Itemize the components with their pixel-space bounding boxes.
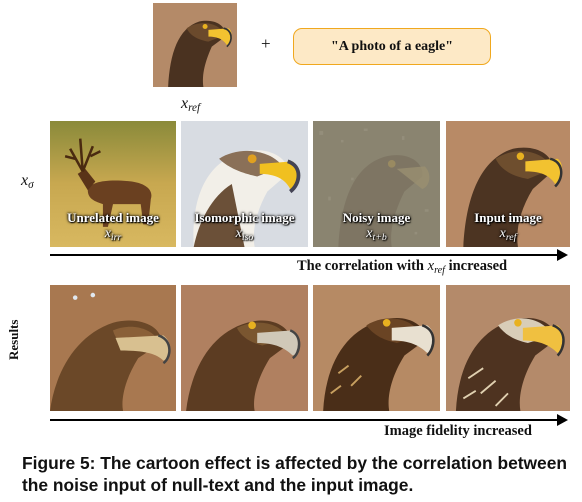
reference-label: xref	[181, 95, 201, 114]
result-image-2	[181, 285, 308, 411]
reference-eagle-image	[153, 3, 237, 87]
correlation-arrow-label: The correlation with xref increased	[297, 258, 508, 276]
isomorphic-image-var: xiso	[235, 226, 254, 243]
unrelated-image-title: Unrelated image	[67, 210, 159, 225]
text-prompt: "A photo of a eagle"	[330, 38, 454, 54]
noisy-image-title: Noisy image	[342, 210, 411, 225]
fidelity-arrow	[50, 414, 568, 426]
row-label-x-sigma: xσ	[21, 172, 34, 191]
plus-sign: +	[261, 34, 271, 53]
fidelity-arrow-label: Image fidelity increased	[384, 423, 532, 439]
input-image-var: xref	[499, 226, 517, 243]
unrelated-image-var: xirr	[104, 226, 122, 243]
figure-caption: Figure 5: The cartoon effect is affected…	[22, 453, 568, 495]
result-image-1	[50, 285, 176, 411]
input-image-title: Input image	[474, 210, 542, 225]
result-image-3	[313, 285, 440, 411]
result-image-4	[446, 285, 570, 411]
isomorphic-image-eagle: Isomorphic image xiso	[181, 121, 308, 247]
noisy-image-var: xt+b	[366, 226, 387, 243]
isomorphic-image-title: Isomorphic image	[194, 210, 295, 225]
row-label-results: Results	[6, 319, 21, 360]
unrelated-image-elk: Unrelated image xirr	[50, 121, 176, 247]
input-image-eagle: Input image xref	[446, 121, 570, 247]
correlation-arrow	[50, 249, 568, 261]
text-prompt-box: "A photo of a eagle"	[293, 28, 491, 65]
noisy-image-eagle: Noisy image xt+b	[313, 121, 440, 247]
